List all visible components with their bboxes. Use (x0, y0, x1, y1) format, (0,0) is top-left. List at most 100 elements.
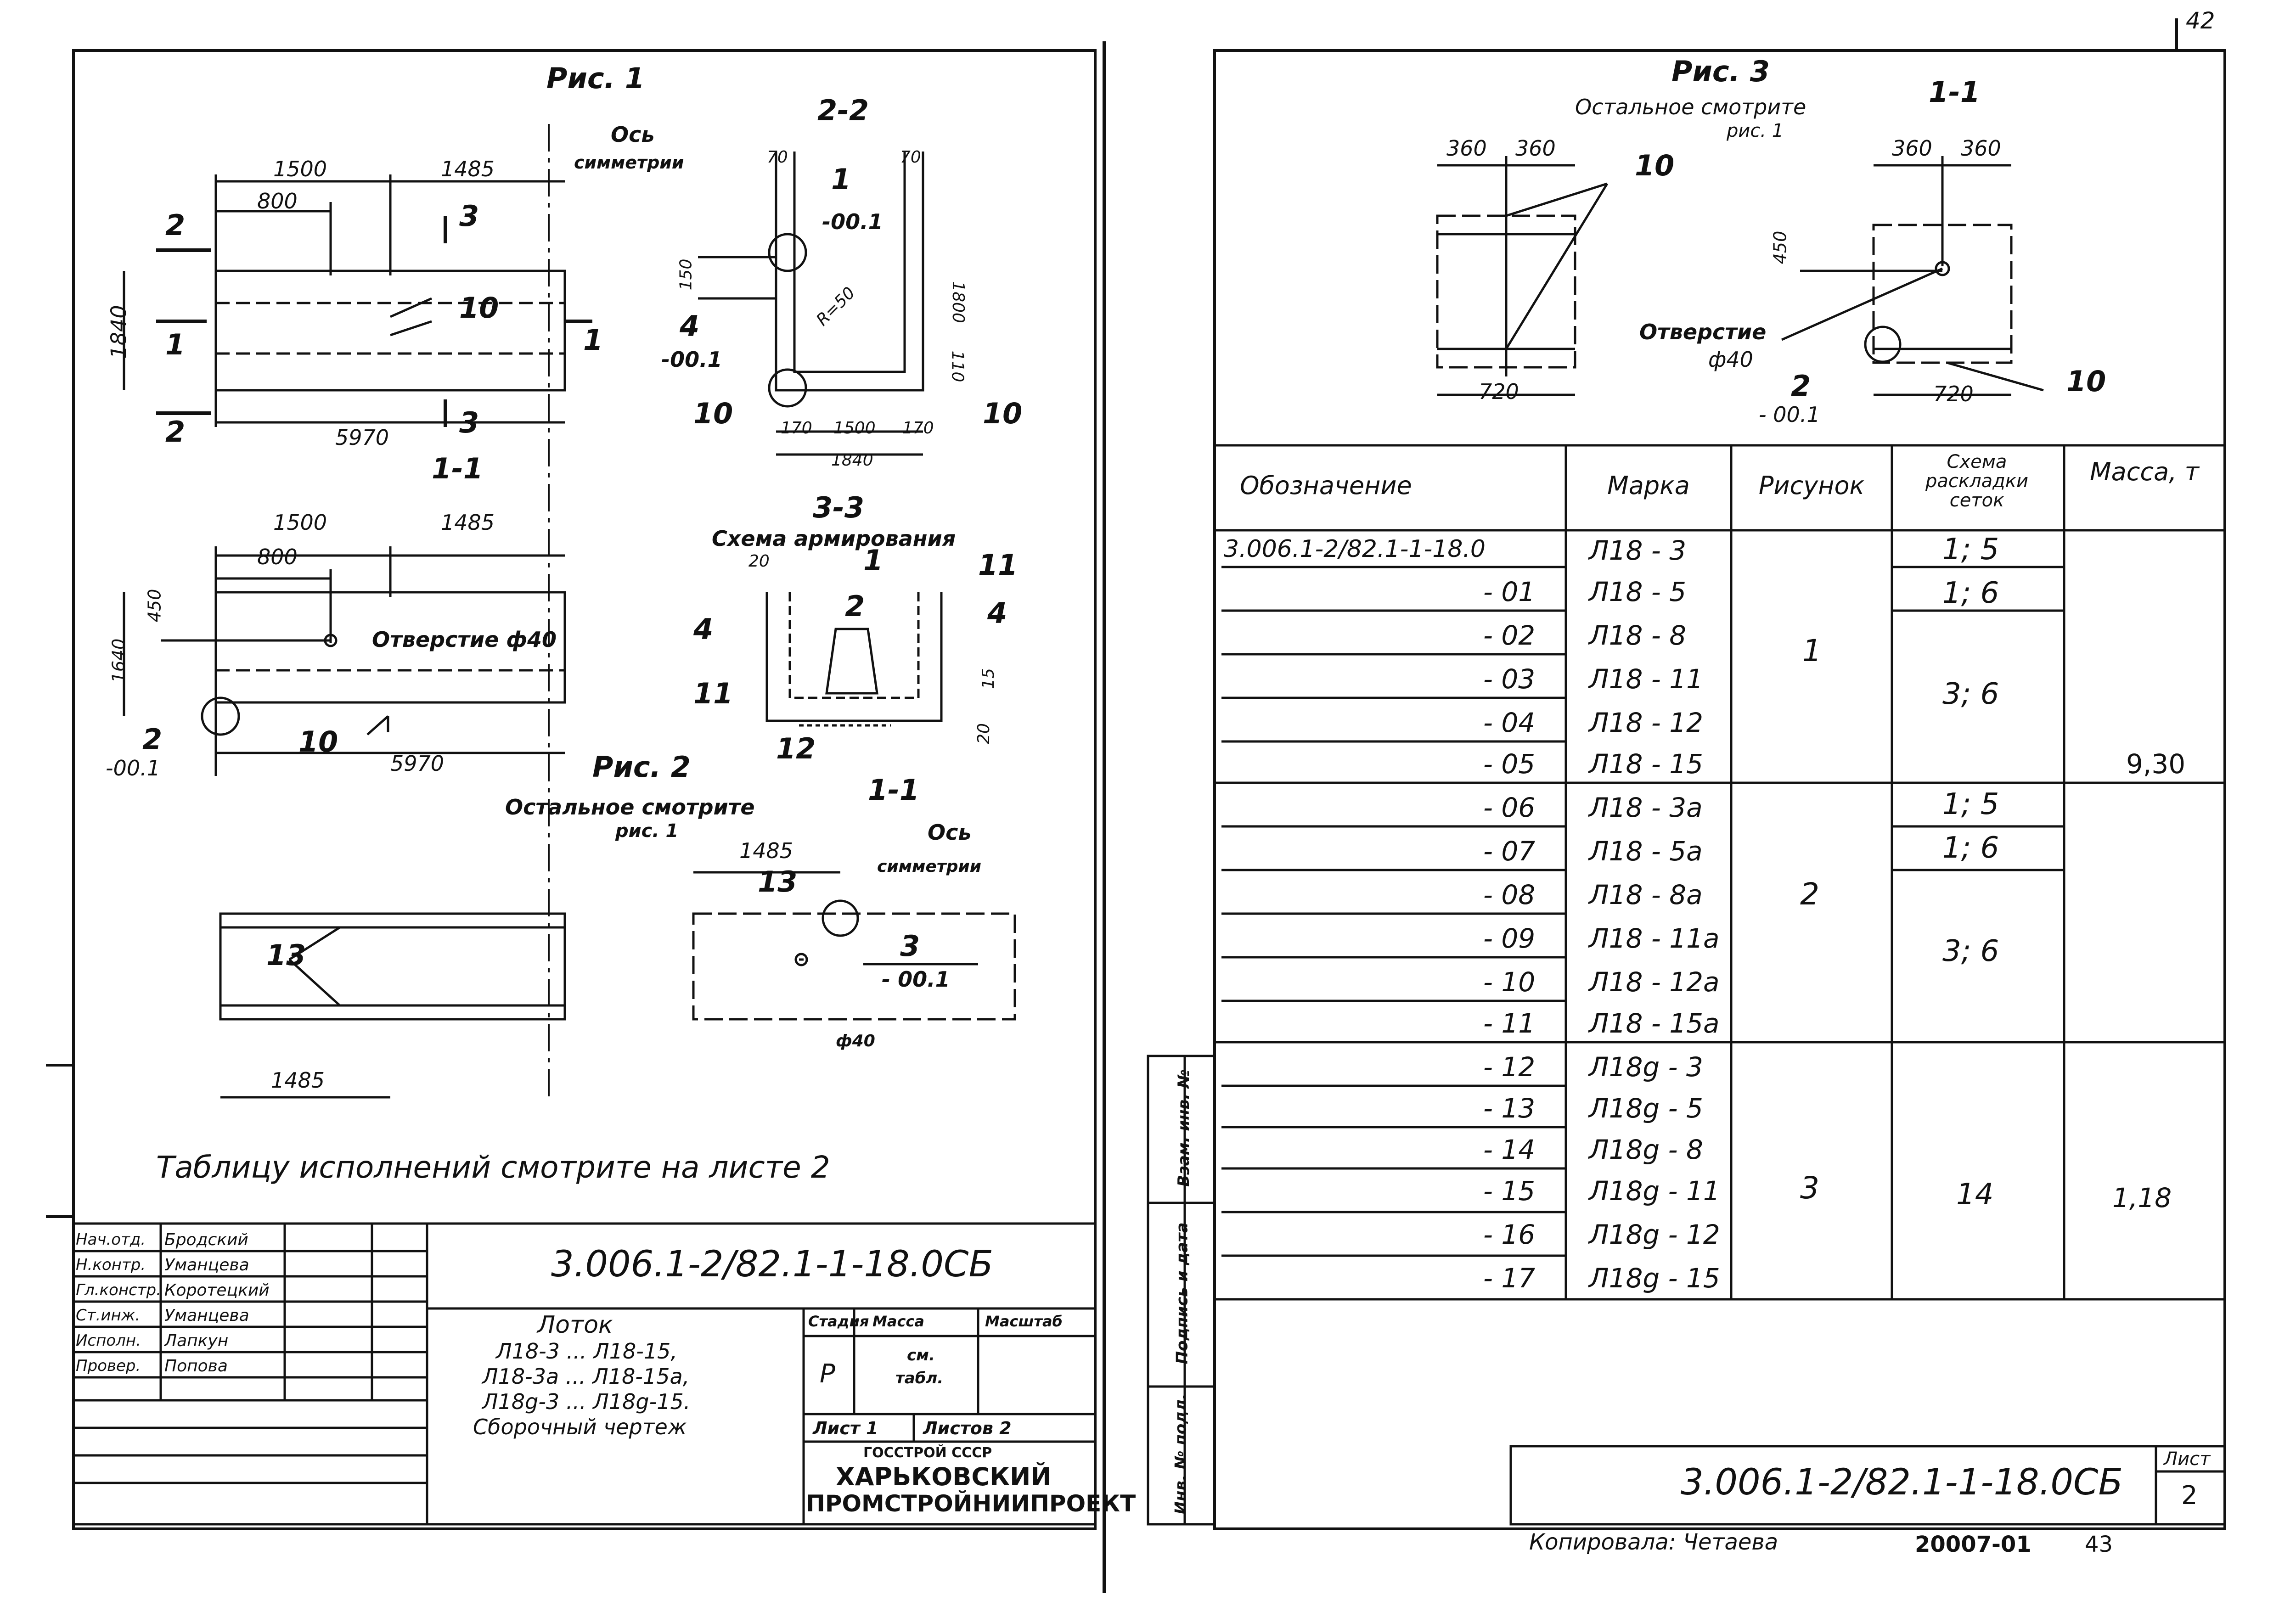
row-mark: Л18 - 3 (1589, 535, 1687, 566)
scheme-value: 14 (1956, 1178, 1994, 1212)
row-mark: Л18 - 8а (1589, 879, 1703, 910)
fig3-marker-10-b: 10 (2066, 365, 2106, 398)
section-mark-2-bottom: 2 (165, 415, 186, 449)
org-1: ГОССТРОЙ СССР (863, 1445, 992, 1461)
mark-minus-elev: -00.1 (106, 756, 161, 780)
row-code: - 16 (1483, 1219, 1536, 1250)
row-code: - 15 (1483, 1175, 1536, 1207)
product-name-5: Сборочный чертеж (473, 1415, 687, 1439)
row-mark: Л18g - 5 (1589, 1093, 1703, 1124)
row-code: 3.006.1-2/82.1-1-18.0 (1224, 535, 1486, 563)
dim-20-side: 20 (974, 723, 993, 744)
mass-value-2: табл. (895, 1369, 944, 1387)
row-mark: Л18 - 12а (1589, 966, 1720, 998)
corner-number: 42 (2186, 7, 2215, 34)
dim-1500: 1500 (273, 157, 327, 181)
section-mark-1-right: 1 (583, 323, 603, 357)
dim-800-b: 800 (257, 545, 298, 569)
fig3-marker-10: 10 (1635, 149, 1675, 182)
name-5: Попова (164, 1357, 228, 1376)
section-2-2-label: 2-2 (817, 94, 869, 127)
fig2-note: Остальное смотрите (505, 795, 755, 820)
col-stage: Стадия (808, 1313, 869, 1330)
role-2: Гл.констр. (76, 1281, 161, 1299)
sheets-label-left: Листов 2 (923, 1418, 1012, 1438)
marker-4-left: 4 (693, 612, 714, 646)
dim-15: 15 (979, 668, 998, 689)
marker-12: 12 (776, 732, 816, 765)
dim-1485: 1485 (441, 157, 495, 181)
fig3-note-2: рис. 1 (1727, 120, 1784, 141)
marker-4-section: 4 (680, 309, 700, 343)
fig3-dim-720-b: 720 (1933, 382, 1974, 406)
fig2-title: Рис. 2 (592, 750, 691, 784)
row-mark: Л18 - 5 (1589, 576, 1687, 607)
row-mark: Л18 - 12 (1589, 707, 1704, 738)
row-mark: Л18g - 15 (1589, 1263, 1720, 1294)
mass-value-1: см. (907, 1346, 935, 1364)
hole-label: Отверстие ф40 (372, 627, 557, 652)
product-name-2: Л18-3 ... Л18-15, (496, 1339, 677, 1364)
row-mark: Л18g - 12 (1589, 1219, 1720, 1250)
scheme-value: 1; 5 (1942, 787, 1999, 821)
dim-1640: 1640 (108, 638, 129, 683)
scheme-label: Схема армирования (712, 526, 956, 551)
axis-label-2: симметрии (574, 152, 684, 173)
fig2-marker-13-right: 13 (758, 865, 798, 898)
scheme-value: 1; 6 (1942, 576, 1999, 610)
fig3-dim-360-d: 360 (1961, 136, 2001, 161)
dim-170-right: 170 (902, 419, 934, 438)
section-1-1-label: 1-1 (432, 452, 484, 485)
section-mark-3-top: 3 (459, 199, 479, 233)
order-number: 20007-01 (1915, 1532, 2032, 1557)
marker-1-section: 1 (831, 163, 851, 196)
row-mark: Л18g - 11 (1589, 1175, 1720, 1207)
header-figure: Рисунок (1758, 471, 1865, 500)
name-2: Коротецкий (164, 1281, 270, 1300)
row-code: - 05 (1483, 748, 1536, 780)
dim-20-top: 20 (748, 552, 770, 571)
section-mark-1-left: 1 (165, 328, 186, 361)
mass-value: 9,30 (2126, 748, 2186, 780)
page-number: 43 (2085, 1532, 2113, 1557)
fig3-hole-label: Отверстие (1639, 320, 1767, 344)
axis-label: Ось (611, 122, 655, 147)
name-0: Бродский (164, 1230, 248, 1249)
fig2-axis-label: Ось (928, 820, 972, 845)
name-4: Лапкун (164, 1331, 229, 1350)
copied-by: Копировала: Четаева (1529, 1529, 1778, 1555)
col-scale: Масштаб (985, 1313, 1063, 1330)
header-mass: Масса, т (2090, 457, 2199, 486)
section-mark-2-top: 2 (165, 208, 186, 242)
product-name-3: Л18-3а ... Л18-15а, (482, 1364, 690, 1389)
fig1-title: Рис. 1 (546, 62, 645, 95)
dim-5970-elev: 5970 (390, 751, 445, 776)
sheet-label-left: Лист 1 (813, 1418, 878, 1438)
org-3: ПРОМСТРОЙНИИПРОЕКТ (806, 1490, 1136, 1517)
row-code: - 12 (1483, 1051, 1536, 1083)
mass-value: 1,18 (2112, 1182, 2172, 1213)
col-mass: Масса (872, 1313, 924, 1330)
figure-group-1: 1 (1802, 633, 1822, 668)
name-3: Уманцева (164, 1306, 249, 1325)
fig3-dim-360-b: 360 (1515, 136, 1556, 161)
row-code: - 01 (1483, 576, 1536, 607)
figure-group-2: 2 (1800, 876, 1819, 912)
marker-2-scheme: 2 (845, 590, 865, 623)
dim-450: 450 (144, 589, 165, 623)
dim-1485-b: 1485 (441, 510, 495, 535)
fig3-dim-360-a: 360 (1446, 136, 1487, 161)
product-name: Лоток (537, 1311, 613, 1339)
marker-2-elev: 2 (142, 723, 163, 756)
marker-11-right: 11 (978, 548, 1018, 582)
stamp-inv-no: Инв. № подл. (1171, 1393, 1190, 1515)
section-mark-3-bottom: 3 (459, 406, 479, 439)
row-code: - 17 (1483, 1263, 1536, 1294)
fig2-section: 1-1 (868, 773, 920, 807)
row-mark: Л18 - 5а (1589, 836, 1703, 867)
row-code: - 04 (1483, 707, 1536, 738)
dim-70-right: 70 (900, 148, 921, 167)
dim-1840-section: 1840 (831, 451, 873, 470)
fig2-note-2: рис. 1 (615, 820, 679, 842)
row-code: - 07 (1483, 836, 1536, 867)
